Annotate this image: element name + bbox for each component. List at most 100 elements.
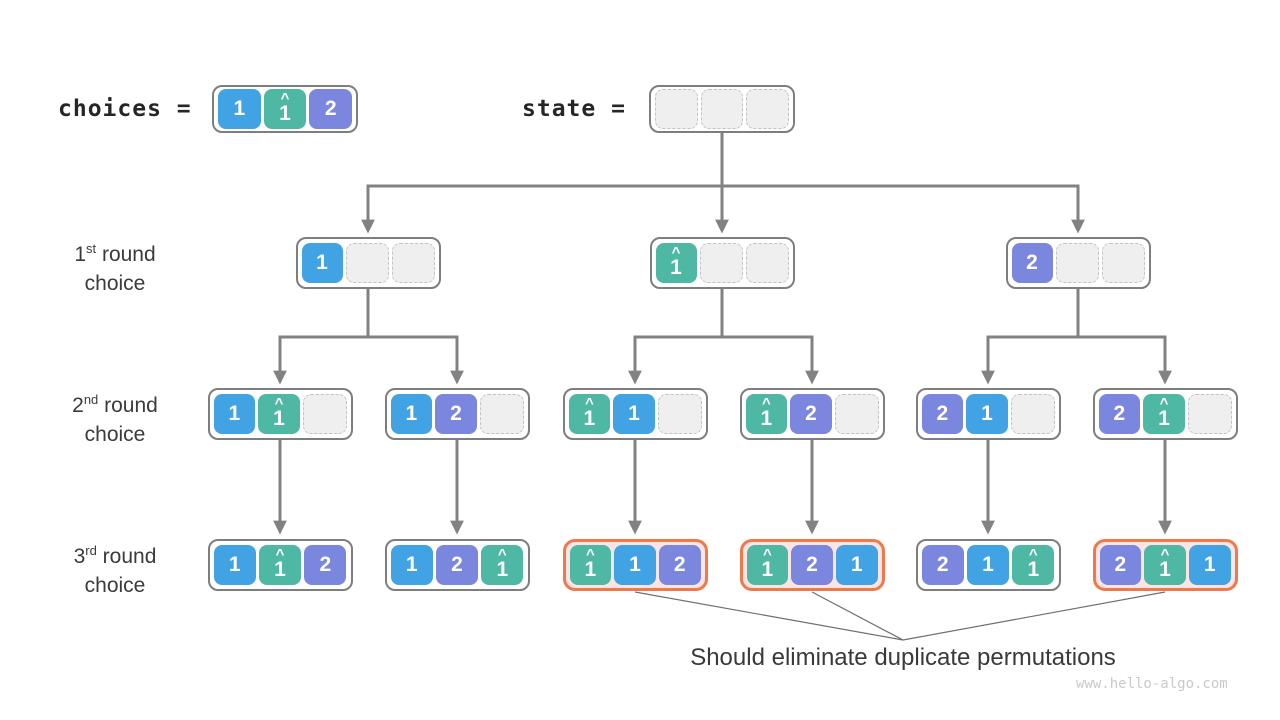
empty-slot [1187,394,1232,434]
state-node-r2-3: ^1 1 [562,388,708,440]
hat-digit: ^1 [760,395,772,429]
cell-value-1-hat: ^1 [569,545,612,585]
tree-edge [902,591,1166,641]
empty-slot [1101,243,1145,283]
cell-value-2: 2 [1098,394,1141,434]
cell-value-2: 2 [658,545,701,585]
cell-value-1-hat: ^1 [745,394,788,434]
digit: 1 [761,558,774,581]
cell-value-1: 1 [613,394,655,434]
cell-value-2: 2 [1099,545,1142,585]
choice-word: choice [84,574,146,597]
round-ordinal: st [86,241,97,256]
tree-edge [811,591,904,641]
round-word: round [96,545,157,568]
empty-slot [655,89,698,129]
watermark: www.hello-algo.com [1076,676,1228,692]
cell-value-1: 1 [614,545,656,585]
cell-value-1: 1 [218,89,261,129]
hat-icon: ^ [497,546,507,563]
digit: 1 [1158,407,1170,430]
round-word: round [98,394,158,417]
cell-value-1-hat: ^1 [568,394,611,434]
cell-value-1: 1 [390,545,433,585]
digit: 1 [1027,558,1040,581]
cell-value-1-hat: ^1 [1143,394,1185,434]
cell-value-2: 2 [435,545,479,585]
round-number: 1 [74,243,86,266]
row-label-2nd-round: 2nd round choice [35,385,195,449]
digit: 1 [279,102,291,125]
hat-digit: ^1 [1027,547,1040,581]
tree-edge [634,591,904,641]
cell-value-1-hat: ^1 [655,243,697,283]
cell-value-1-hat: ^1 [746,545,789,585]
cell-value-1-hat: ^1 [258,545,302,585]
digit: 1 [274,558,286,581]
round-number: 3 [73,545,86,568]
choice-word: choice [84,423,146,446]
cell-value-2: 2 [435,394,477,434]
cell-value-2: 2 [1011,243,1053,283]
hat-icon: ^ [761,395,771,412]
digit: 1 [496,558,509,581]
row-label-3rd-round: 3rd round choice [35,536,195,600]
cell-value-1: 1 [1188,545,1231,585]
state-node-r2-6: 2 ^1 [1092,388,1238,440]
state-node-r1-3: 2 [1005,237,1151,289]
annotation-text: Should eliminate duplicate permutations [690,644,1116,671]
cell-value-2: 2 [309,89,353,129]
hat-icon: ^ [1159,395,1169,412]
empty-slot [1010,394,1055,434]
cell-value-1-hat: ^1 [263,89,307,129]
hat-digit: ^1 [273,396,285,430]
cell-value-1-hat: ^1 [481,545,524,585]
cell-value-1-hat: ^1 [1012,545,1055,585]
hat-icon: ^ [584,395,594,412]
choices-label: choices = [58,96,192,122]
state-node-r1-2: ^1 [649,237,795,289]
cell-value-2: 2 [791,545,833,585]
hat-digit: ^1 [584,546,596,580]
hat-icon: ^ [1160,546,1170,563]
cell-value-1: 1 [213,545,256,585]
hat-digit: ^1 [761,547,774,581]
hat-digit: ^1 [1158,395,1170,430]
digit: 1 [670,256,682,279]
row-label-1st-round: 1st round choice [35,234,195,298]
state-label: state = [522,96,626,122]
cell-value-1: 1 [966,545,1010,585]
empty-slot [746,89,790,129]
empty-slot [700,89,744,129]
hat-digit: ^1 [583,395,595,429]
hat-digit: ^1 [274,546,286,581]
cell-value-1-hat: ^1 [1144,545,1186,585]
hat-icon: ^ [671,244,681,261]
digit: 1 [1159,558,1171,581]
state-box [649,85,795,133]
hat-icon: ^ [275,546,285,563]
hat-digit: ^1 [670,244,682,279]
empty-slot [834,394,879,434]
empty-slot [302,394,347,434]
hat-digit: ^1 [496,546,509,581]
choice-word: choice [84,272,146,295]
hat-icon: ^ [585,546,595,563]
cell-value-1: 1 [213,394,256,434]
hat-icon: ^ [280,90,290,107]
hat-digit: ^1 [279,90,291,125]
state-node-r1-1: 1 [295,237,441,289]
cell-value-1: 1 [301,243,343,283]
digit: 1 [273,407,285,430]
cell-value-2: 2 [921,394,964,434]
state-node-r2-1: 1^1 [207,388,353,440]
cell-value-1: 1 [390,394,433,434]
